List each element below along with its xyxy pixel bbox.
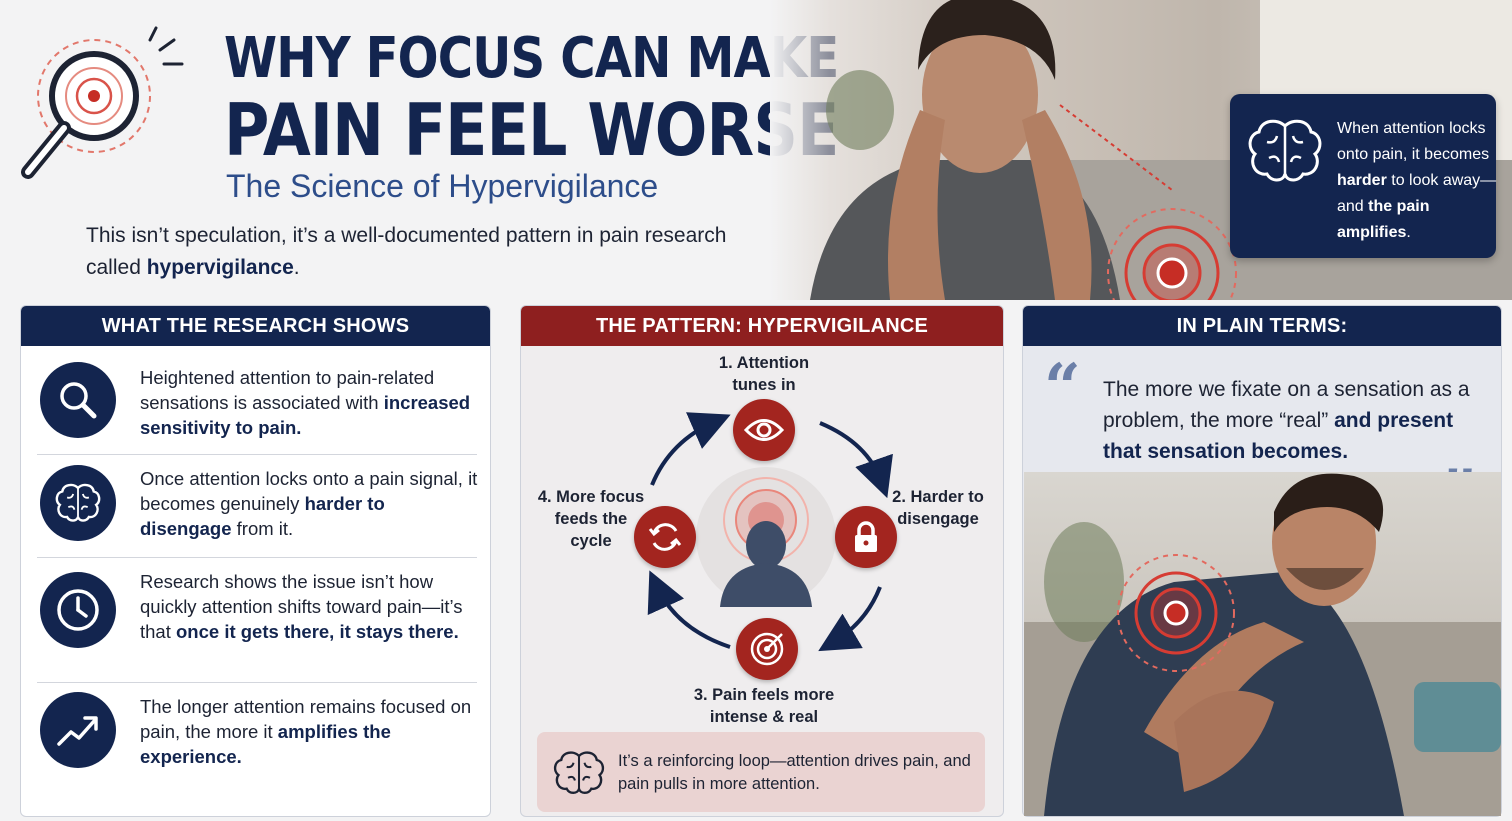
open-quote-icon: “ xyxy=(1044,350,1081,425)
step-label-line: 2. Harder to xyxy=(892,488,984,506)
research-item-text: Research shows the issue isn’t how quick… xyxy=(140,569,480,644)
cycle-diagram xyxy=(647,412,893,652)
callout-part: When attention locks onto pain, it becom… xyxy=(1337,120,1490,163)
text-part: Heightened attention to pain-related sen… xyxy=(140,367,435,413)
cycle-icon xyxy=(634,506,696,568)
intro-prefix: This isn’t speculation, it’s a well-docu… xyxy=(86,224,727,279)
divider xyxy=(37,557,477,558)
step-label-line: disengage xyxy=(897,510,979,528)
loop-note-box xyxy=(537,732,985,812)
step-3-label: 3. Pain feels more intense & real xyxy=(664,684,864,728)
step-label-line: tunes in xyxy=(732,376,796,394)
step-label-line: intense & real xyxy=(709,708,819,726)
quote-highlight: and present that sensation becomes. xyxy=(1103,409,1454,463)
step-label-line: 3. Pain feels more xyxy=(693,686,835,704)
callout-highlight: the pain amplifies xyxy=(1337,198,1430,241)
text-highlight: once it gets there, it stays there. xyxy=(176,621,459,642)
step-4-label: 4. More focus feeds the cycle xyxy=(528,486,654,552)
step-label-line: cycle xyxy=(570,532,612,550)
brain-icon xyxy=(40,465,116,541)
clock-icon xyxy=(40,572,116,648)
plain-terms-quote: The more we fixate on a sensation as a p… xyxy=(1103,374,1493,467)
step-2-label: 2. Harder to disengage xyxy=(876,486,1000,530)
search-icon xyxy=(40,362,116,438)
callout-part: . xyxy=(1406,224,1411,241)
text-part: The longer attention remains focused on … xyxy=(140,696,472,742)
text-part: Once attention locks onto a pain signal,… xyxy=(140,468,478,514)
lock-icon xyxy=(835,506,897,568)
page-subtitle: The Science of Hypervigilance xyxy=(226,168,659,204)
brain-icon xyxy=(553,751,605,795)
magnifier-pain-icon xyxy=(21,26,184,179)
quote-part: The more we fixate on a sensation as a p… xyxy=(1103,378,1470,432)
divider xyxy=(37,454,477,455)
target-icon xyxy=(736,618,798,680)
text-highlight: increased sensitivity to pain. xyxy=(140,392,471,438)
page-title-line1: WHY FOCUS CAN MAKE xyxy=(224,26,839,91)
intro-highlight: hypervigilance xyxy=(146,256,294,279)
research-item-text: Once attention locks onto a pain signal,… xyxy=(140,466,480,541)
step-label-line: 4. More focus xyxy=(537,488,645,506)
intro-text: This isn’t speculation, it’s a well-docu… xyxy=(86,220,766,284)
text-part: Research shows the issue isn’t how quick… xyxy=(140,571,463,642)
research-heading: WHAT THE RESEARCH SHOWS xyxy=(21,306,490,346)
research-panel: WHAT THE RESEARCH SHOWS Heightened atten… xyxy=(20,305,491,817)
step-label-line: feeds the xyxy=(554,510,628,528)
text-highlight: harder to disengage xyxy=(140,493,385,539)
research-item-text: The longer attention remains focused on … xyxy=(140,694,480,769)
brain-icon xyxy=(1248,119,1322,182)
research-item-text: Heightened attention to pain-related sen… xyxy=(140,365,480,440)
text-highlight: amplifies the experience. xyxy=(140,721,391,767)
text-part: from it. xyxy=(231,518,294,539)
pattern-heading: THE PATTERN: HYPERVIGILANCE xyxy=(521,306,1003,346)
intro-suffix: . xyxy=(293,256,300,279)
trend-up-icon xyxy=(40,692,116,768)
plain-terms-heading: IN PLAIN TERMS: xyxy=(1023,306,1501,346)
page-title-line2: PAIN FEEL WORSE xyxy=(224,88,839,172)
shoulder-pain-photo xyxy=(1024,472,1501,816)
callout-text: When attention locks onto pain, it becom… xyxy=(1337,116,1497,246)
callout-part: to look away—and xyxy=(1337,172,1497,215)
divider xyxy=(37,682,477,683)
loop-note-text: It’s a reinforcing loop—attention drives… xyxy=(618,752,971,793)
step-label-line: 1. Attention xyxy=(718,354,810,372)
callout-highlight: harder xyxy=(1337,172,1387,189)
eye-icon xyxy=(733,399,795,461)
step-1-label: 1. Attention tunes in xyxy=(664,352,864,396)
